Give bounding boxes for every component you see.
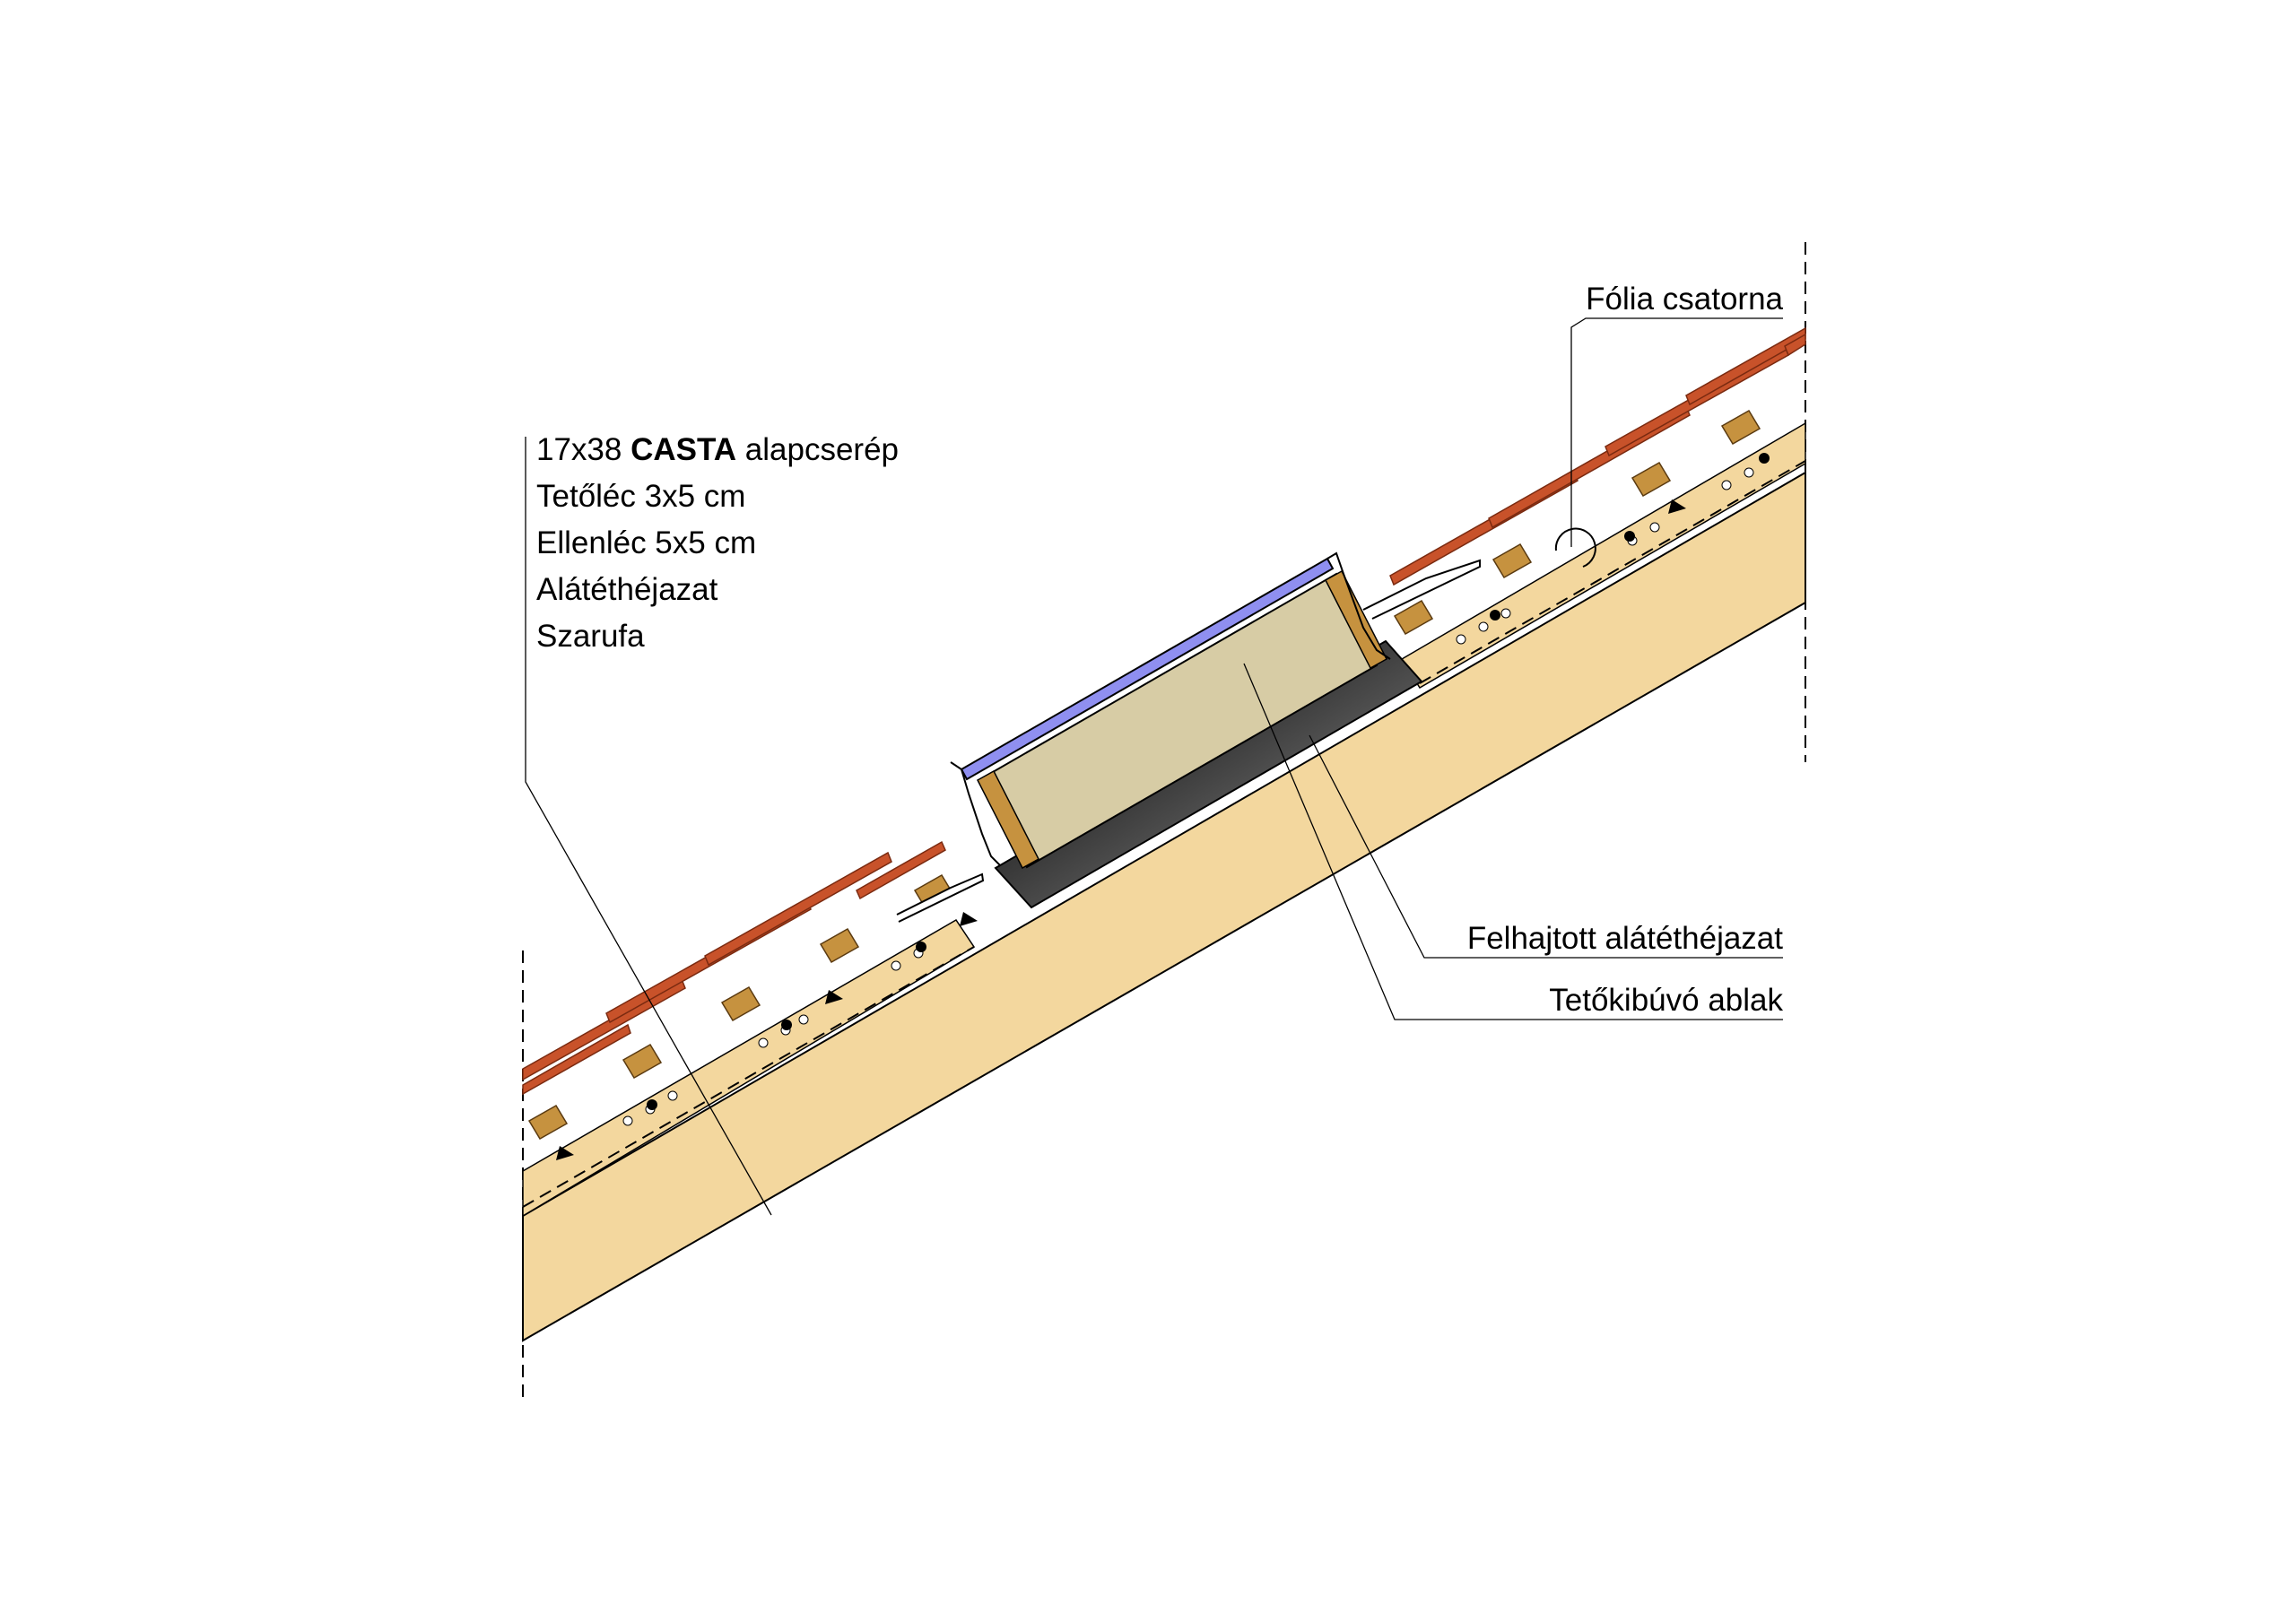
label-casta-prefix: 17x38 bbox=[536, 432, 631, 467]
roof-tile bbox=[1685, 326, 1806, 406]
underlay-membrane-left bbox=[522, 946, 975, 1208]
window-sash-left bbox=[950, 761, 1001, 866]
roof-tile bbox=[1784, 333, 1806, 357]
nail-dots bbox=[647, 453, 1770, 1110]
label-turned-up-underlay: Felhajtott alátéthéjazat bbox=[1467, 921, 1783, 956]
roof-tile bbox=[704, 851, 892, 967]
leader-folia-csatorna bbox=[1570, 317, 1783, 547]
leader-left-stack bbox=[525, 437, 772, 1216]
label-tile-batten: Tetőléc 3x5 cm bbox=[536, 479, 745, 514]
underlay-membrane-right bbox=[1419, 460, 1806, 684]
label-counter-batten: Ellenléc 5x5 cm bbox=[536, 525, 756, 560]
label-underlay: Alátéthéjazat bbox=[536, 572, 718, 607]
upper-flashing bbox=[1362, 559, 1481, 620]
leader-tetokibuvo bbox=[1243, 663, 1783, 1020]
roof-tiles bbox=[522, 326, 1806, 1096]
window-glazing bbox=[960, 557, 1335, 781]
label-roof-window: Tetőkibúvó ablak bbox=[1549, 983, 1783, 1018]
window-sash-right bbox=[1326, 551, 1391, 660]
tile-battens bbox=[527, 409, 1761, 1141]
foil-gutter bbox=[1554, 527, 1596, 568]
rafter bbox=[522, 471, 1806, 1342]
window-frame-right bbox=[1325, 569, 1387, 670]
window-frame-left bbox=[977, 769, 1039, 870]
leader-felhajtott bbox=[1309, 734, 1783, 959]
label-foil-gutter: Fólia csatorna bbox=[1586, 282, 1783, 317]
label-casta-suffix: alapcserép bbox=[736, 432, 899, 467]
lower-flashing bbox=[896, 872, 985, 923]
label-casta-tile: 17x38 CASTA alapcserép bbox=[536, 432, 899, 467]
roof-tile bbox=[522, 1023, 631, 1096]
label-casta-bold: CASTA bbox=[631, 432, 736, 467]
roof-tile bbox=[856, 840, 946, 900]
airflow-arrows bbox=[556, 499, 1686, 1160]
label-rafter: Szarufa bbox=[536, 619, 645, 654]
roof-window bbox=[950, 551, 1391, 870]
